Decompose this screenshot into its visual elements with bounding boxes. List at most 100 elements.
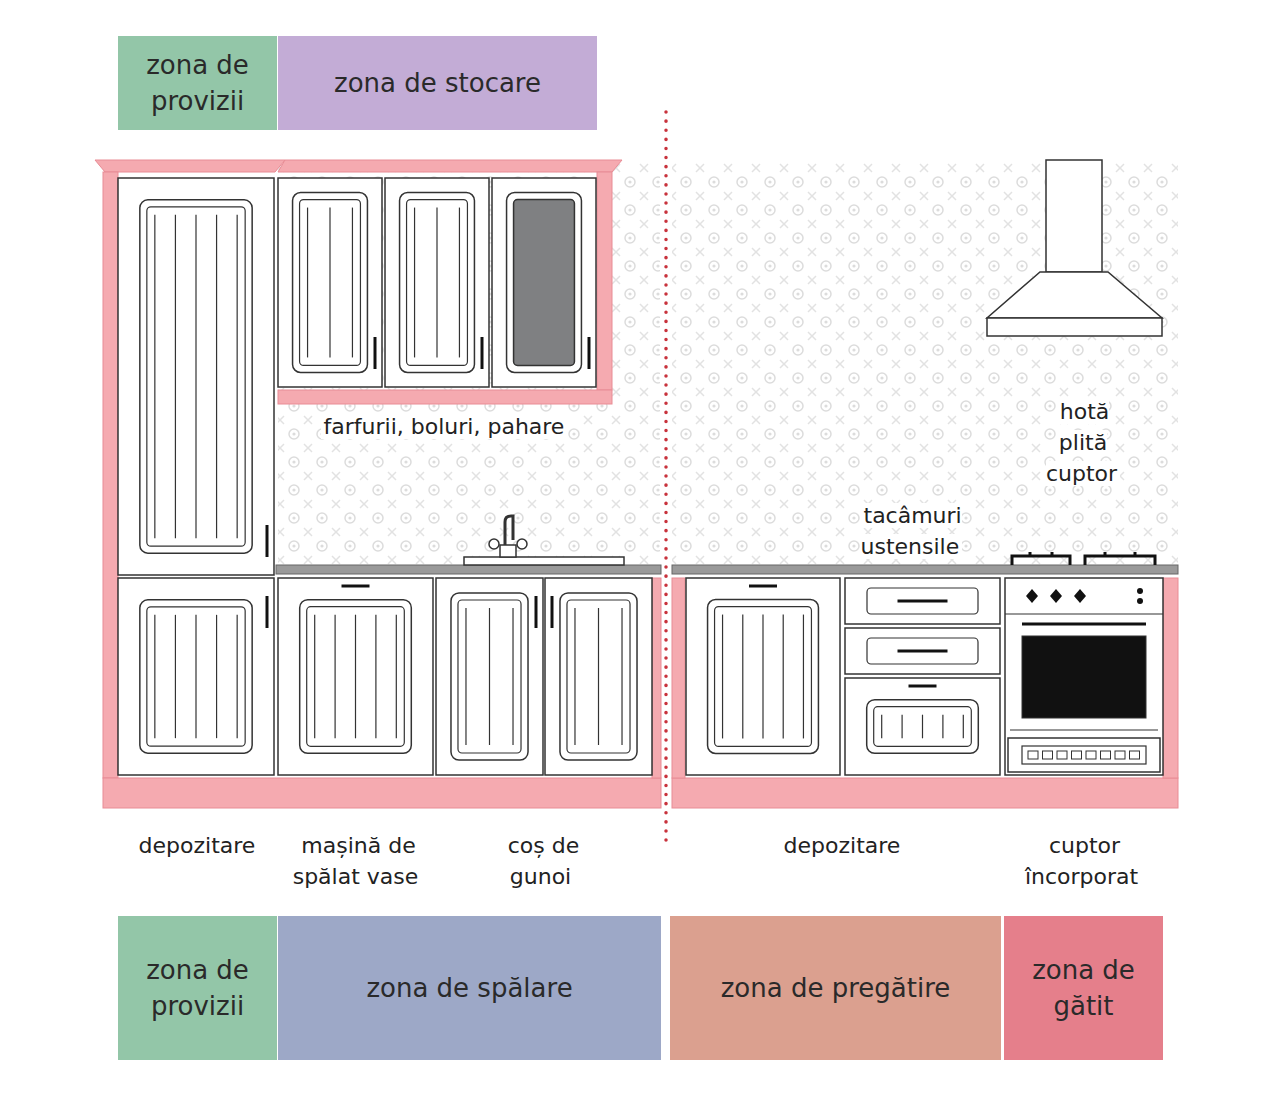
cooktop <box>1012 552 1155 565</box>
door-handle <box>588 337 591 369</box>
part-label: tacâmuri ustensile <box>861 500 986 562</box>
panel-groove <box>742 615 743 739</box>
door-panel <box>407 200 468 366</box>
part-label-text: hotă plită cuptor <box>1046 399 1120 486</box>
pink-frame <box>95 160 1178 808</box>
panel-groove <box>154 215 155 538</box>
door-handle <box>535 596 538 628</box>
door-frame <box>708 600 819 754</box>
cabinet-door <box>845 678 1000 775</box>
panel-groove <box>175 215 176 538</box>
panel-groove <box>489 608 490 745</box>
panel-groove <box>195 215 196 538</box>
countertop <box>672 565 1178 574</box>
door-frame <box>867 700 979 754</box>
panel-groove <box>307 208 308 358</box>
door-panel <box>458 600 521 753</box>
drawer-panel <box>867 588 978 614</box>
part-label-text: depozitare <box>781 833 904 858</box>
door-frame <box>293 193 368 373</box>
zone-name: zona de provizii <box>130 952 265 1024</box>
drawer <box>845 578 1000 624</box>
door-frame <box>140 200 252 553</box>
zone-band: zona de stocare <box>278 36 597 130</box>
panel-groove <box>237 215 238 538</box>
door-panel <box>874 707 972 747</box>
countertop <box>276 565 661 574</box>
panel-groove <box>574 608 575 745</box>
panel-groove <box>355 615 356 739</box>
vent-slot <box>1130 751 1140 759</box>
vent-slot <box>1028 751 1038 759</box>
panel-groove <box>803 615 804 739</box>
panel-groove <box>459 208 460 358</box>
part-label-text: cuptor încorporat <box>1025 833 1141 889</box>
cabinet-door <box>545 578 652 775</box>
part-label: farfurii, boluri, pahare <box>294 411 594 442</box>
panel-groove <box>329 208 330 358</box>
panel-groove <box>783 615 784 739</box>
zone-band: zona de provizii <box>118 916 277 1060</box>
cabinet-door <box>118 578 274 775</box>
panel-groove <box>881 715 882 739</box>
door-panel <box>300 200 361 366</box>
sink <box>464 516 624 565</box>
oven-knob <box>1050 589 1062 603</box>
door-frame <box>560 593 637 760</box>
panel-groove <box>375 615 376 739</box>
oven-button <box>1137 588 1143 594</box>
panel-groove <box>335 615 336 739</box>
oven-button <box>1137 598 1143 604</box>
door-panel <box>307 607 405 747</box>
door-handle <box>909 685 937 688</box>
door-handle <box>266 525 269 557</box>
vent-slot <box>1101 751 1111 759</box>
oven-knob <box>1026 589 1038 603</box>
door-handle <box>749 585 777 588</box>
cabinet-door <box>385 178 489 387</box>
door-frame <box>507 193 582 373</box>
part-label: depozitare <box>122 830 272 861</box>
range-hood <box>987 160 1162 336</box>
oven-drawer <box>1008 738 1160 772</box>
panel-groove <box>216 215 217 538</box>
cabinet-door <box>436 578 543 775</box>
panel-groove <box>314 615 315 739</box>
panel-groove <box>722 615 723 739</box>
door-handle <box>374 337 377 369</box>
panel-groove <box>512 608 513 745</box>
door-frame <box>400 193 475 373</box>
door-handle <box>481 337 484 369</box>
panel-groove <box>436 208 437 358</box>
door-handle <box>266 596 269 628</box>
door-frame <box>300 600 412 754</box>
zone-band: zona de gătit <box>1004 916 1163 1060</box>
part-label: cuptor încorporat <box>1008 830 1158 892</box>
door-panel <box>147 607 245 746</box>
zone-name: zona de spălare <box>366 970 572 1006</box>
zone-name: zona de provizii <box>130 47 265 119</box>
part-label-text: depozitare <box>136 833 259 858</box>
drawer-panel <box>867 638 978 664</box>
zone-band: zona de spălare <box>278 916 661 1060</box>
panel-groove <box>237 615 238 738</box>
zone-name: zona de gătit <box>1016 952 1151 1024</box>
wallpaper <box>278 160 660 565</box>
drawer <box>845 628 1000 674</box>
oven-panel-line <box>1005 613 1163 614</box>
drawer-handle <box>898 600 948 603</box>
cabinet-door <box>686 578 840 775</box>
cabinets <box>118 178 1163 775</box>
panel-groove <box>922 715 923 739</box>
cabinet-door <box>492 178 596 387</box>
cabinet-door <box>278 178 382 387</box>
panel-groove <box>465 608 466 745</box>
panel-groove <box>154 615 155 738</box>
panel-groove <box>621 608 622 745</box>
cabinet-door <box>118 178 274 575</box>
part-label-text: farfurii, boluri, pahare <box>321 414 568 439</box>
panel-groove <box>942 715 943 739</box>
wallpaper <box>672 160 1178 565</box>
part-label: depozitare <box>767 830 917 861</box>
part-label: coș de gunoi <box>487 830 597 892</box>
